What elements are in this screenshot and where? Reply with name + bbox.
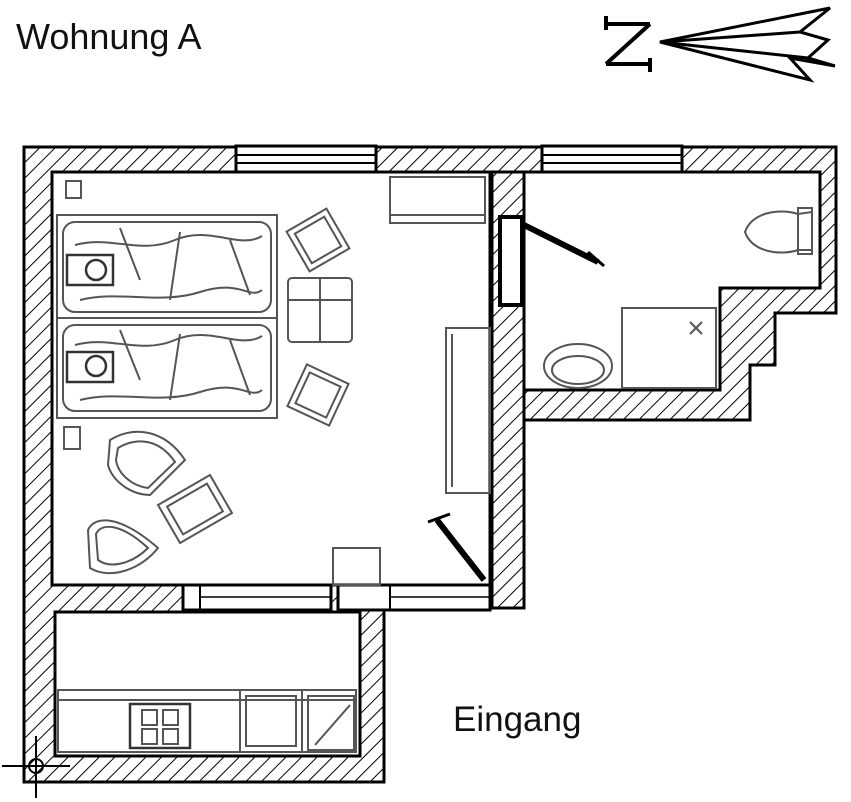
small-cabinet-top [65, 180, 82, 199]
sink-icon [543, 343, 613, 389]
toilet-icon [743, 210, 813, 254]
chair [285, 207, 351, 273]
shower-tray [621, 307, 717, 389]
windows [234, 144, 684, 174]
shelf [445, 327, 491, 494]
window-left [234, 144, 378, 174]
double-bed [56, 214, 278, 419]
main-room-furniture [56, 176, 491, 586]
small-cabinet-bottom [63, 426, 81, 450]
armchair [106, 430, 187, 497]
outer-walls [22, 145, 838, 784]
wardrobe [389, 176, 486, 224]
kitchen-counter [57, 689, 357, 753]
north-letter [604, 16, 652, 72]
side-table [156, 473, 234, 545]
small-table [332, 547, 381, 586]
north-arrow-icon [659, 6, 836, 83]
door-swing-icon [520, 221, 600, 265]
window-right [540, 144, 684, 174]
entrance-label: Eingang [453, 700, 582, 739]
page-title: Wohnung A [16, 16, 202, 57]
chair [286, 363, 350, 427]
dishwasher [307, 695, 355, 751]
origin-crosshair-icon [2, 736, 70, 798]
chair-inner [293, 215, 343, 265]
stove [128, 702, 192, 750]
entrance-door [427, 512, 487, 582]
bathroom-fixtures [543, 207, 813, 389]
bathroom-door [498, 215, 605, 307]
kitchen-openings [181, 583, 492, 612]
walls [22, 145, 838, 784]
fridge [239, 689, 303, 753]
armchair [86, 519, 160, 575]
